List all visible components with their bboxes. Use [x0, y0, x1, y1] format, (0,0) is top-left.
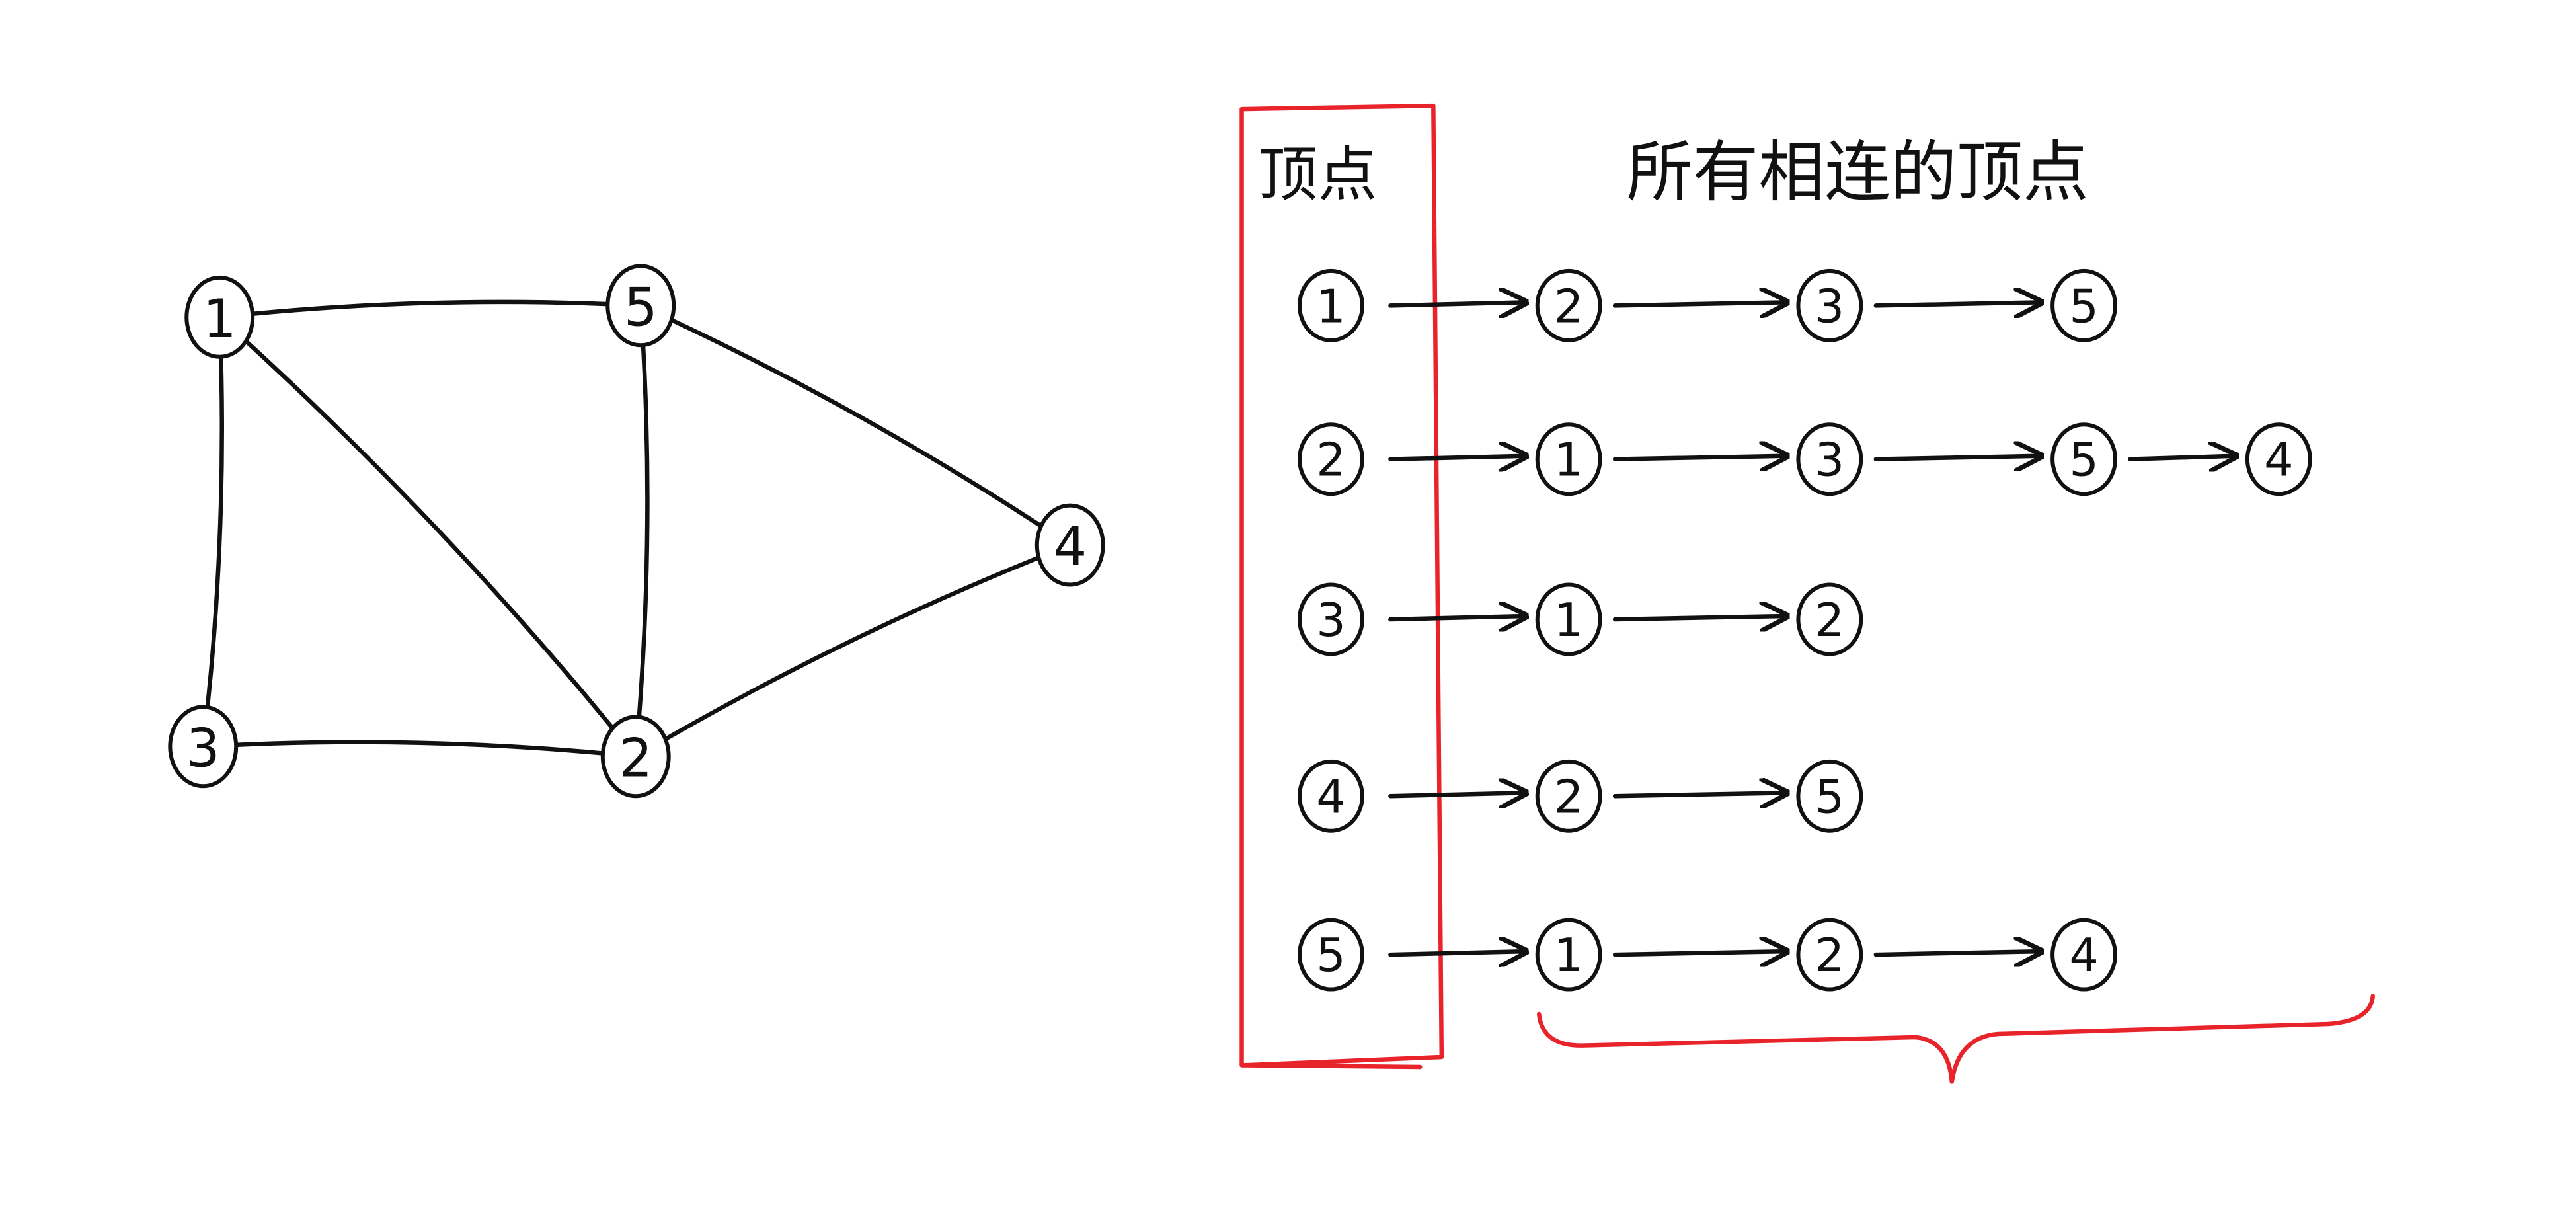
graph: 1 2 3 4 5	[168, 264, 1105, 799]
node-1: 1	[184, 275, 255, 359]
arrow	[2128, 456, 2236, 459]
arrow	[1873, 456, 2041, 459]
neighbor-vertex: 1	[1535, 918, 1602, 992]
vertex-label: 5	[1815, 770, 1845, 824]
edge-2-4	[633, 543, 1073, 759]
node-label: 1	[203, 288, 237, 350]
node-circle	[184, 275, 255, 359]
neighbors-brace	[1536, 994, 2375, 1084]
edge-3-2	[201, 740, 639, 759]
node-circle	[605, 264, 676, 348]
vertex-label: 5	[2069, 280, 2099, 333]
vertex-label: 1	[1554, 929, 1584, 982]
vertex-label: 2	[1554, 280, 1584, 333]
arrow	[1388, 616, 1526, 619]
neighbor-vertex: 5	[1796, 759, 1863, 833]
adjacency-list: 顶点 所有相连的顶点 1 2 3 5 2 1 3 5 4 3 1 2 4 2 5 5 1 2 4	[1239, 103, 2375, 1084]
vertex-label: 3	[1815, 434, 1845, 487]
neighbor-vertex: 2	[1796, 918, 1863, 992]
arrow	[1873, 302, 2041, 305]
vertex-label: 3	[1815, 280, 1845, 333]
node-label: 2	[619, 727, 652, 789]
neighbor-vertex: 5	[2050, 268, 2118, 342]
arrow	[1873, 951, 2041, 955]
vertex-label: 4	[1316, 770, 1346, 824]
arrow	[1388, 456, 1526, 459]
arrow	[1612, 793, 1787, 796]
node-5: 5	[605, 264, 676, 348]
node-3: 3	[168, 705, 239, 789]
row-vertex: 5	[1297, 918, 1364, 992]
arrow	[1612, 951, 1787, 955]
neighbor-vertex: 2	[1796, 582, 1863, 656]
row-vertex: 3	[1297, 582, 1364, 656]
node-label: 3	[186, 717, 220, 779]
node-circle	[600, 715, 671, 799]
vertex-header: 顶点	[1259, 141, 1378, 210]
node-label: 5	[624, 276, 658, 338]
adjacency-row-5: 5 1 2 4	[1297, 918, 2118, 992]
vertex-label: 5	[2069, 434, 2099, 487]
vertex-label: 4	[2264, 434, 2294, 487]
arrow	[1388, 302, 1526, 305]
adjacency-row-2: 2 1 3 5 4	[1297, 422, 2312, 496]
edge-1-3	[201, 315, 224, 749]
neighbor-vertex: 1	[1535, 582, 1602, 656]
vertex-label: 2	[1316, 434, 1346, 487]
edge-1-5	[217, 299, 643, 320]
arrow	[1388, 951, 1526, 955]
node-circle	[1034, 503, 1105, 587]
adjacency-row-1: 1 2 3 5	[1297, 268, 2118, 342]
vertex-label: 3	[1316, 594, 1346, 647]
neighbors-header: 所有相连的顶点	[1627, 134, 2089, 211]
neighbor-vertex: 3	[1796, 268, 1863, 342]
arrow	[1612, 456, 1787, 459]
neighbor-vertex: 3	[1796, 422, 1863, 496]
node-circle	[168, 705, 239, 789]
vertex-label: 4	[2069, 929, 2099, 982]
neighbor-vertex: 4	[2050, 918, 2118, 992]
node-2: 2	[600, 715, 671, 799]
edge-5-4	[639, 303, 1073, 547]
neighbor-vertex: 2	[1535, 268, 1602, 342]
neighbor-vertex: 4	[2245, 422, 2312, 496]
vertex-label: 5	[1316, 929, 1346, 982]
node-4: 4	[1034, 503, 1105, 587]
vertex-column-box	[1239, 103, 1444, 1070]
row-vertex: 4	[1297, 759, 1364, 833]
edge-5-2	[633, 303, 650, 759]
vertex-label: 1	[1316, 280, 1346, 333]
neighbor-vertex: 1	[1535, 422, 1602, 496]
arrow	[1388, 793, 1526, 796]
neighbor-vertex: 2	[1535, 759, 1602, 833]
arrow	[1612, 302, 1787, 305]
arrow	[1612, 616, 1787, 619]
adjacency-row-4: 4 2 5	[1297, 759, 1863, 833]
node-label: 4	[1053, 516, 1087, 578]
row-vertex: 1	[1297, 268, 1364, 342]
row-vertex: 2	[1297, 422, 1364, 496]
vertex-label: 2	[1815, 929, 1845, 982]
adjacency-row-3: 3 1 2	[1297, 582, 1863, 656]
edge-1-2	[217, 315, 639, 759]
vertex-label: 2	[1815, 594, 1845, 647]
vertex-label: 2	[1554, 770, 1584, 824]
vertex-label: 1	[1554, 594, 1584, 647]
neighbor-vertex: 5	[2050, 422, 2118, 496]
vertex-label: 1	[1554, 434, 1584, 487]
